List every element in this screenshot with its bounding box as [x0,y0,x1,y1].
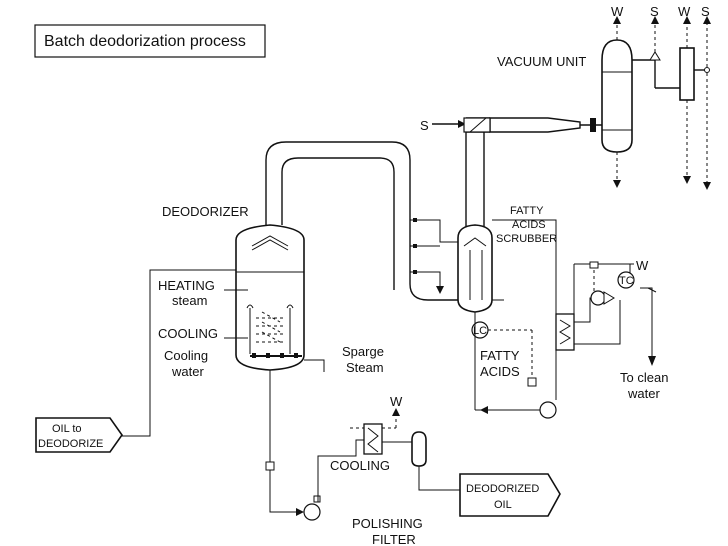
label-cooling-filter: COOLING [330,458,390,473]
oil-feed-tag [35,417,123,453]
deodorized-oil-tag [459,473,561,517]
oil-cooler [363,423,383,455]
label-s-2: S [701,4,710,19]
label-heating: HEATING [158,278,215,293]
fatty-acids-scrubber [410,132,557,400]
label-fatty-acids-2: ACIDS [480,364,520,379]
label-deodorized-2: OIL [494,499,512,511]
temperature-controller [617,271,635,289]
label-tc: TC [619,275,634,287]
label-sparge-steam-1: Sparge [342,344,384,359]
label-cooling: COOLING [158,326,218,341]
title-box [34,24,266,58]
label-cooling-water-2: water [171,364,204,379]
label-s-jet: S [420,118,429,133]
polishing-filter [411,431,427,467]
label-oil-to-2: DEODORIZE [38,438,103,450]
scrubber-cooler [555,313,575,351]
label-steam: steam [172,293,207,308]
label-w-1: W [611,4,624,19]
label-polishing-2: FILTER [372,532,416,546]
label-lc: LC [473,325,487,337]
label-deodorizer: DEODORIZER [162,204,249,219]
label-polishing-1: POLISHING [352,516,423,531]
label-scrubber-3: SCRUBBER [496,233,557,245]
label-clean-water-1: To clean [620,370,668,385]
label-oil-to-1: OIL to [52,423,82,435]
deodorizer-vessel [235,224,305,371]
label-w-cooler: W [636,258,649,273]
diagram-title: Batch deodorization process [44,33,246,50]
label-scrubber-1: FATTY [510,205,544,217]
label-clean-water-2: water [627,386,660,401]
label-w-filter: W [390,394,403,409]
label-deodorized-1: DEODORIZED [466,483,539,495]
vacuum-unit [489,16,711,190]
label-vacuum-unit: VACUUM UNIT [497,54,586,69]
label-w-2: W [678,4,691,19]
label-s-1: S [650,4,659,19]
label-fatty-acids-1: FATTY [480,348,520,363]
label-scrubber-2: ACIDS [512,219,546,231]
label-cooling-water-1: Cooling [164,348,208,363]
label-sparge-steam-2: Steam [346,360,384,375]
